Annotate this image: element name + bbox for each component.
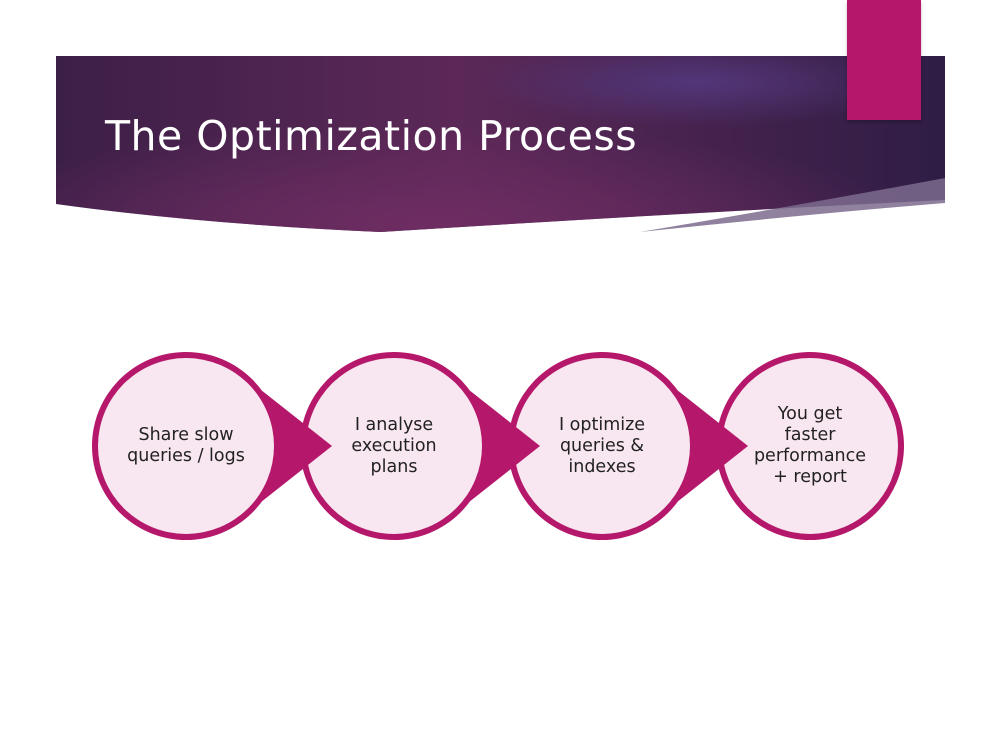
title-banner [56, 56, 945, 232]
slide-title: The Optimization Process [105, 112, 638, 160]
process-step-line: queries / logs [127, 446, 245, 466]
process-arrow-3 [678, 390, 748, 502]
process-arrow-1 [262, 390, 332, 502]
title-band-swoosh [640, 178, 945, 232]
process-step-2 [300, 352, 540, 540]
process-step-line: performance [753, 446, 867, 466]
process-step-3 [508, 352, 748, 540]
process-circle-fill [306, 358, 482, 534]
process-circle-fill [722, 358, 898, 534]
process-step-1 [92, 352, 332, 540]
process-step-line: I analyse [354, 414, 434, 435]
process-step-4 [716, 352, 904, 540]
accent-tab [847, 0, 921, 120]
process-step-line: faster [784, 425, 836, 445]
process-circle-fill [514, 358, 690, 534]
process-step-line: execution [351, 435, 437, 456]
process-step-line: You get [777, 404, 843, 424]
process-arrow-2 [470, 390, 540, 502]
process-circle-fill [98, 358, 274, 534]
process-step-line: I optimize [558, 414, 646, 435]
process-step-line: queries & [559, 435, 645, 456]
process-step-line: Share slow [138, 425, 234, 445]
process-step-line: indexes [568, 456, 636, 477]
process-step-line: plans [370, 456, 418, 477]
process-step-line: + report [773, 467, 847, 487]
